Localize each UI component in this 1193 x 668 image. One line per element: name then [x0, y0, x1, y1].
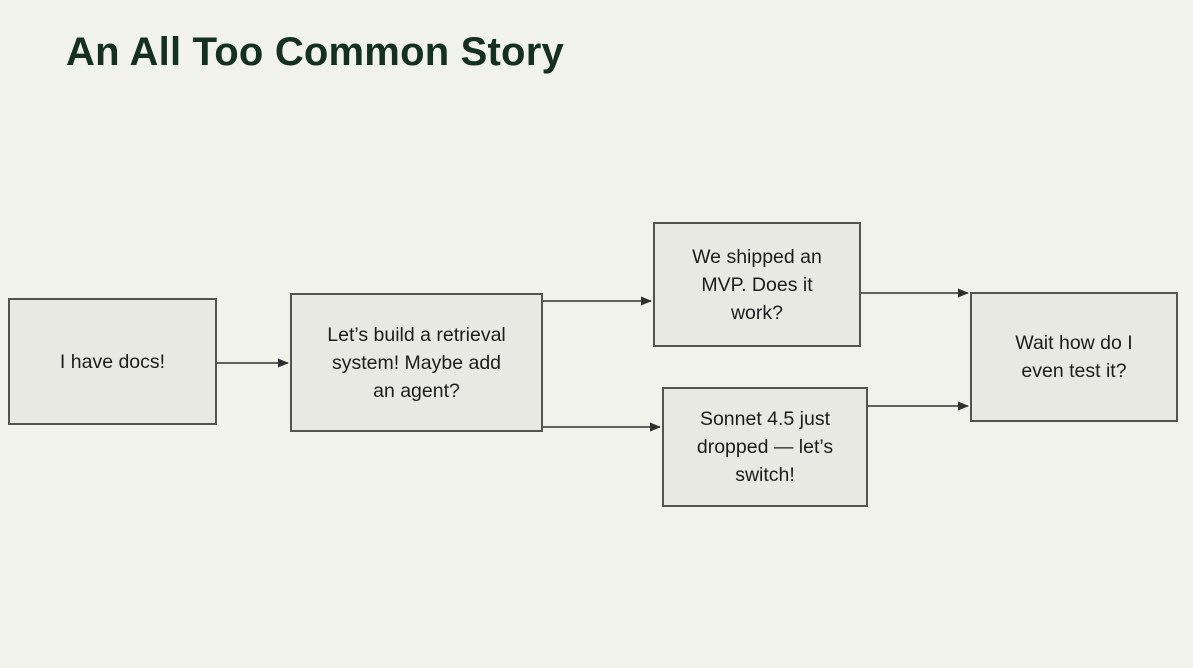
- node-how-to-test: Wait how do I even test it?: [970, 292, 1178, 422]
- slide-title: An All Too Common Story: [66, 30, 564, 74]
- node-i-have-docs: I have docs!: [8, 298, 217, 425]
- node-build-retrieval-system: Let’s build a retrieval system! Maybe ad…: [290, 293, 543, 432]
- node-sonnet-switch: Sonnet 4.5 just dropped — let’s switch!: [662, 387, 868, 507]
- node-shipped-mvp: We shipped an MVP. Does it work?: [653, 222, 861, 347]
